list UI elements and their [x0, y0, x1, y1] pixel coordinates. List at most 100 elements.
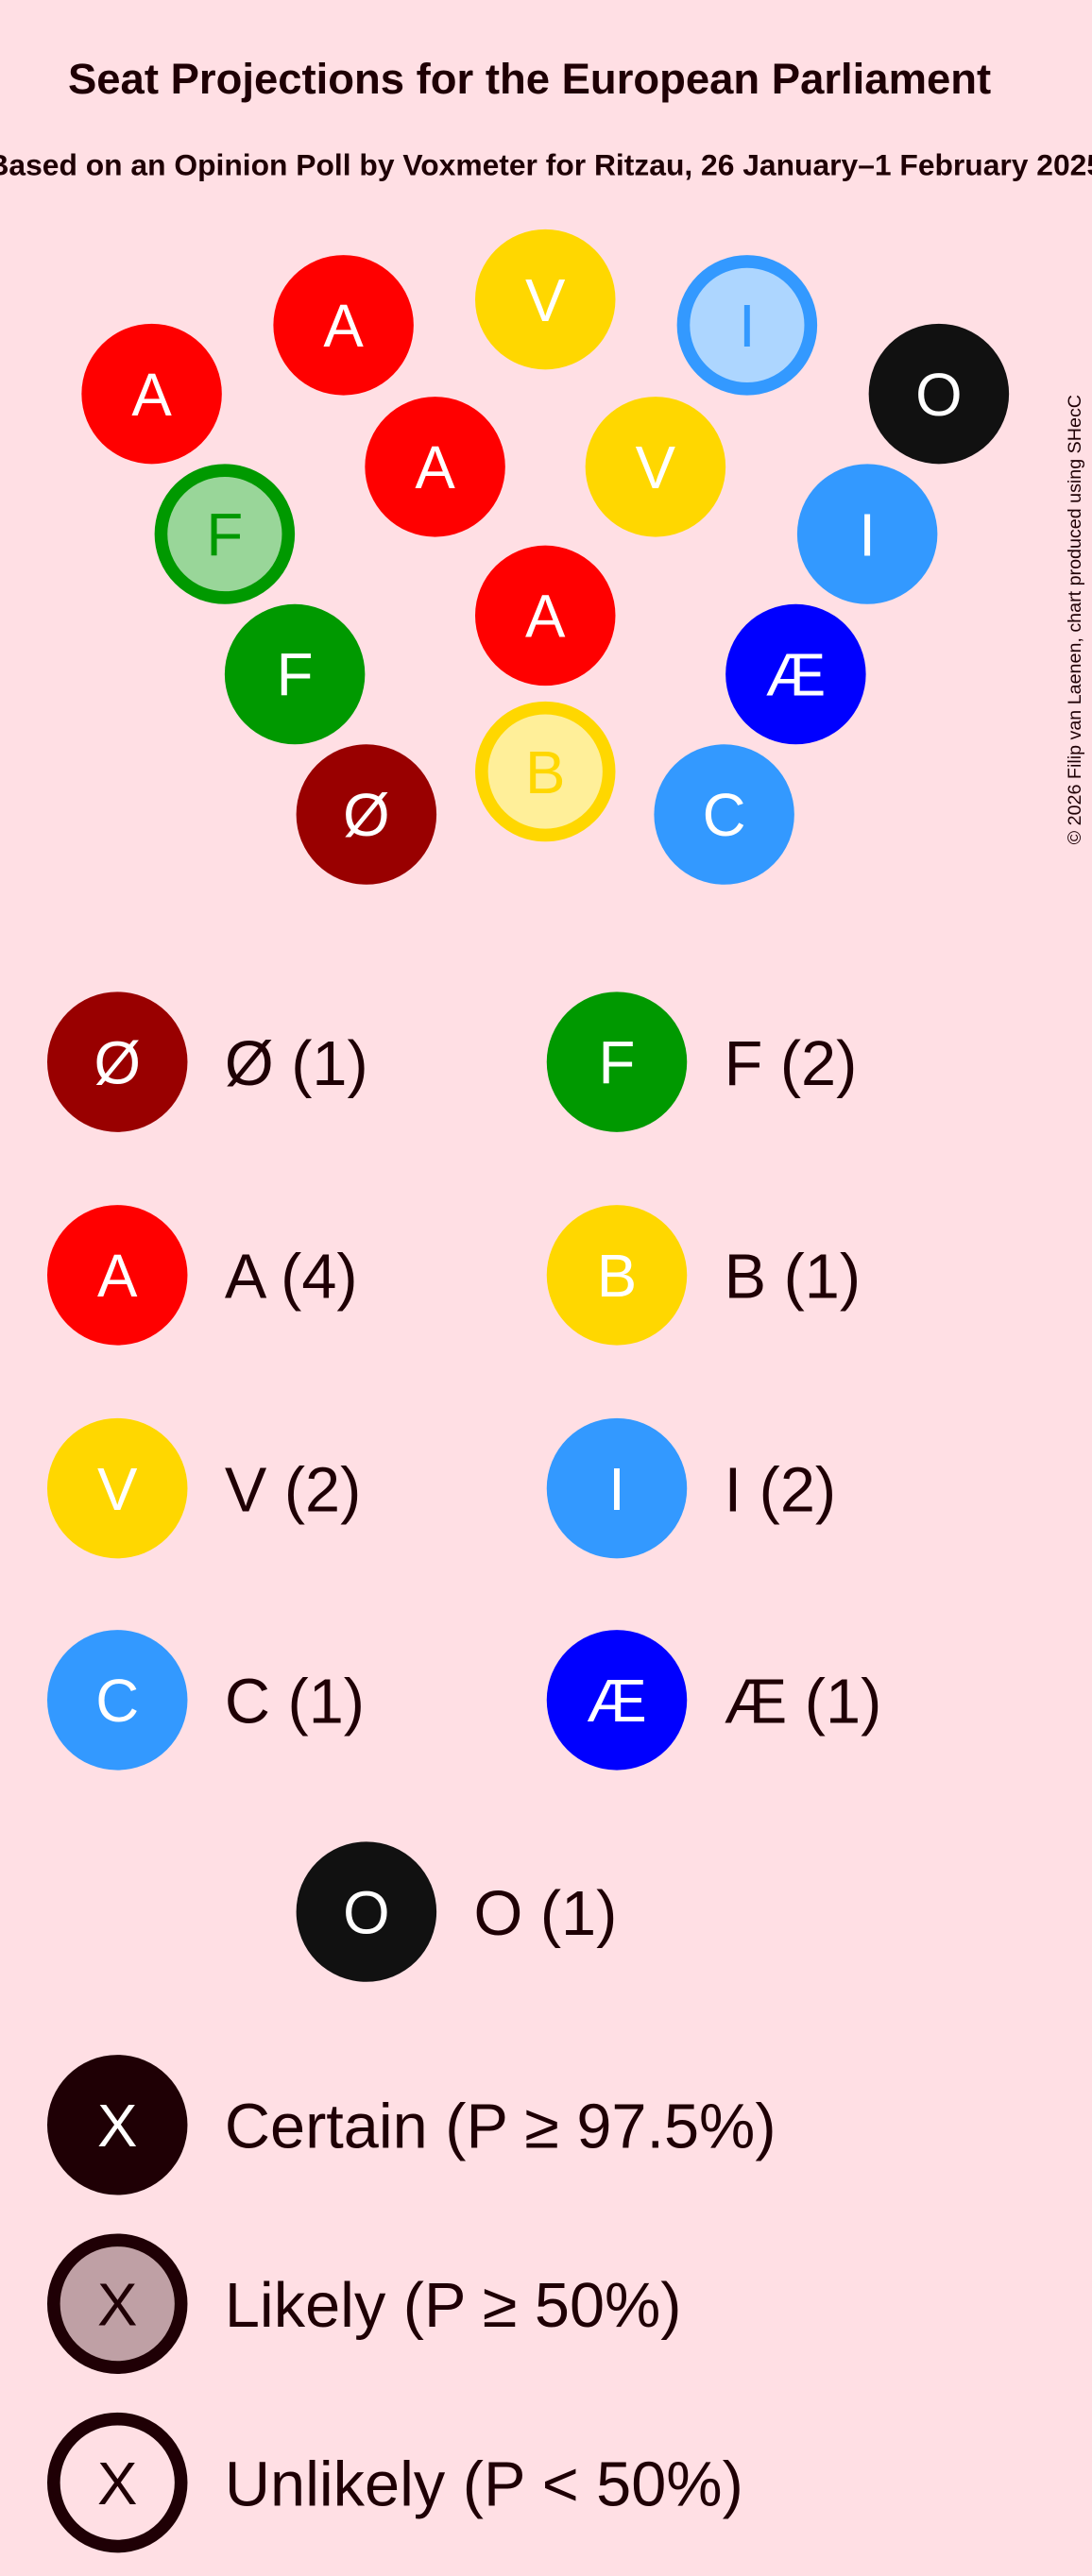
seat-letter: V — [636, 434, 676, 501]
legend-swatch: Ø — [46, 991, 188, 1132]
seat-circle — [475, 545, 616, 686]
legend-swatch: B — [546, 1205, 688, 1346]
seat-circle — [546, 1417, 688, 1559]
seat-circle — [273, 255, 414, 396]
seat: A — [365, 397, 505, 537]
copyright: © 2026 Filip van Laenen, chart produced … — [1065, 395, 1085, 844]
seat-letter: I — [739, 293, 756, 360]
seat-letter: B — [525, 739, 565, 806]
chart-title: Seat Projections for the European Parlia… — [68, 55, 991, 103]
status-certain: X Certain (P ≥ 97.5%) — [46, 2055, 776, 2195]
legend-item: I I (2) — [546, 1417, 837, 1559]
legend-swatch: C — [46, 1630, 188, 1771]
seat-letter: F — [277, 642, 314, 709]
seat-circle — [46, 1205, 188, 1346]
status-swatch: X — [46, 2055, 188, 2195]
seat-circle — [676, 255, 818, 396]
seat-letter: Æ — [766, 642, 827, 709]
seat-letter: Æ — [587, 1668, 647, 1735]
seat-letter: A — [131, 362, 172, 429]
seat-letter: B — [597, 1243, 637, 1310]
status-swatch: X — [46, 2233, 188, 2374]
status-label: Likely (P ≥ 50%) — [225, 2271, 682, 2341]
legend-item: B B (1) — [546, 1205, 861, 1346]
seat-circle — [585, 397, 726, 537]
seat-letter: C — [95, 1668, 139, 1735]
seat-circle — [546, 991, 688, 1132]
seat-circle — [224, 603, 366, 745]
seat-circle — [46, 1630, 188, 1771]
seat-circle — [81, 323, 222, 465]
seat-letter: C — [703, 782, 746, 849]
legend-label: I (2) — [725, 1455, 837, 1525]
seat-letter: Ø — [94, 1029, 141, 1096]
seat: V — [585, 397, 726, 537]
seat: V — [475, 229, 616, 370]
legend-label: O (1) — [473, 1879, 617, 1949]
seat-letter: F — [599, 1029, 636, 1096]
seat-circle — [296, 1841, 437, 1982]
seat: B — [475, 701, 616, 842]
seat-circle — [546, 1205, 688, 1346]
legend-item: A A (4) — [46, 1205, 358, 1346]
seat-letter: I — [859, 501, 876, 568]
seat-letter: A — [323, 293, 364, 360]
legend-swatch: I — [546, 1417, 688, 1559]
seat-letter: A — [97, 1243, 138, 1310]
seat-circle — [654, 744, 794, 885]
status-label: Certain (P ≥ 97.5%) — [225, 2093, 776, 2162]
seat-letter: X — [97, 2093, 137, 2160]
legend-swatch: V — [46, 1417, 188, 1559]
seat-letter: Ø — [343, 782, 389, 849]
seat: Ø — [296, 744, 437, 885]
seat-letter: I — [608, 1456, 625, 1523]
seat-circle — [365, 397, 505, 537]
legend-item: V V (2) — [46, 1417, 361, 1559]
legend-swatch: F — [546, 991, 688, 1132]
seat-circle — [46, 2055, 188, 2195]
seat-circle — [154, 464, 296, 604]
seat-circle — [296, 744, 437, 885]
seat: I — [796, 464, 938, 604]
legend-swatch: Æ — [546, 1630, 688, 1771]
legend-label: C (1) — [225, 1668, 365, 1737]
seat-letter: A — [415, 434, 455, 501]
legend-label: B (1) — [725, 1243, 861, 1313]
seat: C — [654, 744, 794, 885]
legend-label: Æ (1) — [725, 1668, 882, 1737]
seat-circle — [475, 701, 616, 842]
seat-letter: V — [97, 1456, 138, 1523]
seat-circle — [546, 1630, 688, 1771]
seat: A — [273, 255, 414, 396]
seat-letter: A — [525, 584, 566, 651]
seat-circle — [725, 603, 866, 745]
seat-circle — [46, 1417, 188, 1559]
seat: Æ — [725, 603, 866, 745]
legend-swatch: A — [46, 1205, 188, 1346]
status-label: Unlikely (P < 50%) — [225, 2449, 743, 2519]
seat: A — [81, 323, 222, 465]
seat: I — [676, 255, 818, 396]
chart-subtitle: Based on an Opinion Poll by Voxmeter for… — [0, 147, 1092, 181]
legend-label: A (4) — [225, 1243, 358, 1313]
seat-letter: X — [97, 2271, 137, 2338]
legend-item: O O (1) — [296, 1841, 617, 1982]
seat: A — [475, 545, 616, 686]
legend-swatch: O — [296, 1841, 437, 1982]
seat-circle — [868, 323, 1010, 465]
legend-item: C C (1) — [46, 1630, 365, 1771]
seat-letter: O — [343, 1879, 389, 1946]
seat-circle — [46, 991, 188, 1132]
seat-letter: F — [206, 501, 243, 568]
legend-label: V (2) — [225, 1455, 361, 1525]
legend-item: F F (2) — [546, 991, 858, 1132]
seat-circle — [796, 464, 938, 604]
seat-letter: V — [525, 267, 566, 334]
seats-group: A A V I O A V F I A F Æ Ø B C — [81, 229, 1010, 885]
legend-label: F (2) — [725, 1029, 858, 1099]
seat-letter: X — [97, 2450, 137, 2517]
seat-letter: O — [915, 362, 963, 429]
